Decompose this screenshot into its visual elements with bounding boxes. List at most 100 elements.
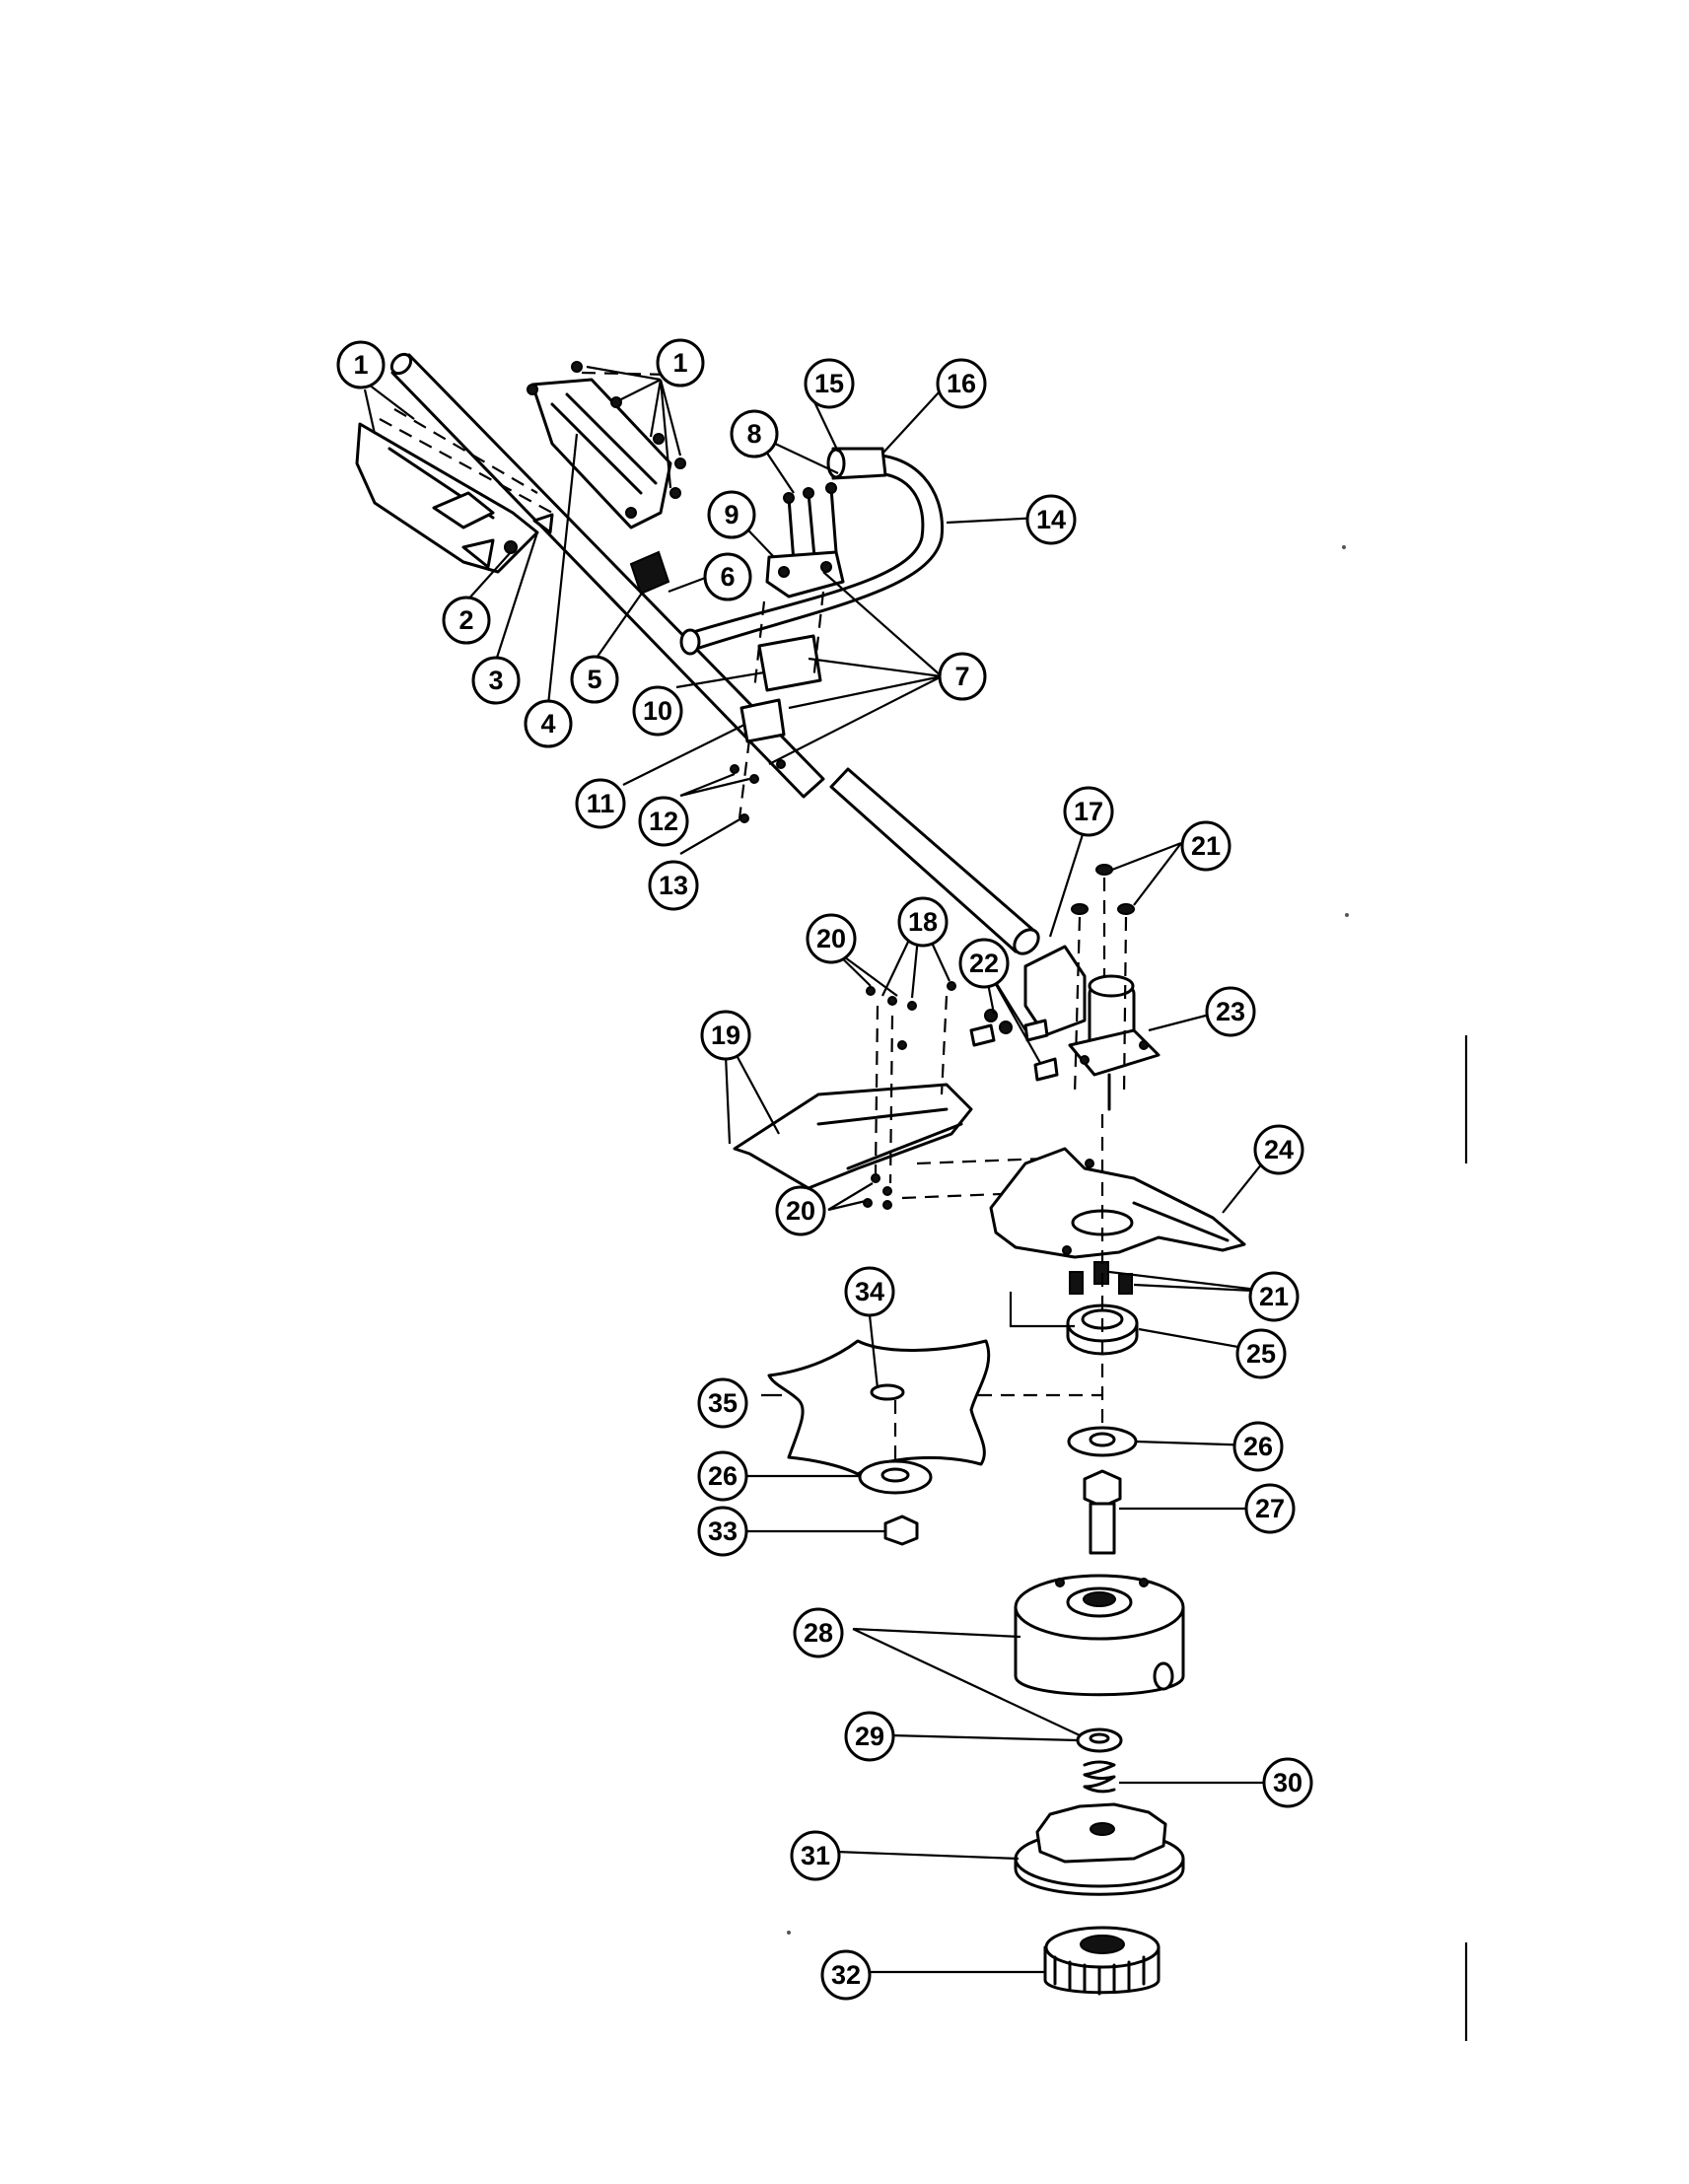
callout-1-right: 1 <box>656 338 705 387</box>
guard-extension <box>733 981 1046 1210</box>
bump-knob <box>1043 1926 1161 1996</box>
callout-label: 4 <box>540 709 555 739</box>
callout-circle <box>844 1711 895 1762</box>
scan-speck <box>1342 545 1346 549</box>
callout-circle <box>638 796 689 847</box>
callout-label: 15 <box>814 369 844 398</box>
callout-circle <box>938 652 987 701</box>
callout-circle <box>804 358 855 409</box>
trimmer-head-housing <box>1014 1574 1185 1697</box>
callout-label: 34 <box>855 1277 884 1306</box>
callout-circle <box>648 860 699 911</box>
callout-label: 12 <box>649 807 678 836</box>
callout-circle <box>1232 1421 1284 1472</box>
callout-10: 10 <box>632 685 683 737</box>
callout-16: 16 <box>936 358 987 409</box>
callout-label: 11 <box>587 789 615 818</box>
blade-washer-right <box>1067 1426 1138 1457</box>
callout-circle <box>897 896 949 948</box>
callout-circle <box>336 340 386 389</box>
callout-circle <box>700 1010 751 1061</box>
callout-label: 14 <box>1036 505 1066 534</box>
callout-circle <box>775 1185 826 1236</box>
lower-clamp <box>757 634 822 692</box>
leader-34 <box>868 1314 880 1389</box>
callout-6: 6 <box>703 552 752 601</box>
callout-31: 31 <box>790 1830 841 1881</box>
callout-26-left: 26 <box>697 1450 748 1502</box>
callout-label: 17 <box>1074 797 1103 826</box>
callout-label: 25 <box>1246 1339 1276 1369</box>
spool-spring <box>1083 1760 1116 1794</box>
callout-7: 7 <box>938 652 987 701</box>
callout-26-right: 26 <box>1232 1421 1284 1472</box>
callout-28: 28 <box>793 1607 844 1658</box>
head-bolt <box>1083 1469 1122 1555</box>
callout-circle <box>936 358 987 409</box>
scan-speck <box>787 1931 791 1935</box>
callout-circle <box>524 699 573 748</box>
callout-label: 21 <box>1259 1282 1289 1311</box>
callout-circle <box>1253 1124 1304 1175</box>
callout-label: 5 <box>587 665 601 694</box>
callout-2: 2 <box>442 596 491 645</box>
callout-20-top: 20 <box>806 913 857 964</box>
callout-circle <box>570 655 619 704</box>
callout-11: 11 <box>575 778 626 829</box>
grass-shield <box>989 1147 1246 1259</box>
callout-label: 18 <box>908 907 938 937</box>
callout-circle <box>1025 494 1077 545</box>
callout-circle <box>1248 1271 1300 1322</box>
callout-label: 28 <box>804 1618 833 1648</box>
callout-label: 10 <box>643 696 672 726</box>
callout-1-left: 1 <box>336 340 386 389</box>
callout-label: 26 <box>708 1461 738 1491</box>
upper-clamp <box>765 550 845 599</box>
callout-label: 31 <box>801 1841 830 1870</box>
callout-circle <box>632 685 683 737</box>
clamp-bracket <box>730 698 786 823</box>
callout-23: 23 <box>1205 986 1256 1037</box>
clamp-bolts <box>783 482 838 564</box>
callout-label: 32 <box>831 1960 861 1990</box>
callout-label: 19 <box>711 1021 740 1050</box>
callout-circle <box>820 1949 872 2001</box>
gear-head <box>1023 945 1161 1111</box>
callout-circle <box>730 409 779 458</box>
trigger-part <box>532 513 554 534</box>
callout-21-bottom: 21 <box>1248 1271 1300 1322</box>
callout-33: 33 <box>697 1506 748 1557</box>
callout-label: 1 <box>672 348 687 378</box>
line-spool <box>1014 1802 1185 1896</box>
brush-blade <box>767 1339 991 1476</box>
callout-20-bottom: 20 <box>775 1185 826 1236</box>
callout-label: 7 <box>954 662 969 691</box>
callout-circle <box>697 1377 748 1429</box>
callout-circle <box>697 1506 748 1557</box>
callout-34: 34 <box>844 1266 895 1317</box>
callout-label: 22 <box>969 949 999 978</box>
callout-9: 9 <box>707 490 756 539</box>
callout-label: 35 <box>708 1388 738 1418</box>
callout-circle <box>697 1450 748 1502</box>
callout-circle <box>958 938 1010 989</box>
callout-8: 8 <box>730 409 779 458</box>
callout-circle <box>442 596 491 645</box>
callout-circle <box>790 1830 841 1881</box>
callout-25: 25 <box>1235 1328 1287 1379</box>
callout-29: 29 <box>844 1711 895 1762</box>
callout-21-top: 21 <box>1180 820 1232 872</box>
callout-circle <box>793 1607 844 1658</box>
gearhead-nuts-top <box>1071 864 1135 1095</box>
assembly-lines-upper <box>379 371 825 819</box>
handle-clamp-half <box>527 361 686 529</box>
screw-part <box>504 540 518 554</box>
callout-label: 3 <box>488 666 503 695</box>
callout-13: 13 <box>648 860 699 911</box>
callout-14: 14 <box>1025 494 1077 545</box>
callout-circle <box>471 656 521 705</box>
callout-circle <box>1235 1328 1287 1379</box>
callout-32: 32 <box>820 1949 872 2001</box>
callout-circle <box>1205 986 1256 1037</box>
callout-label: 30 <box>1273 1768 1302 1797</box>
